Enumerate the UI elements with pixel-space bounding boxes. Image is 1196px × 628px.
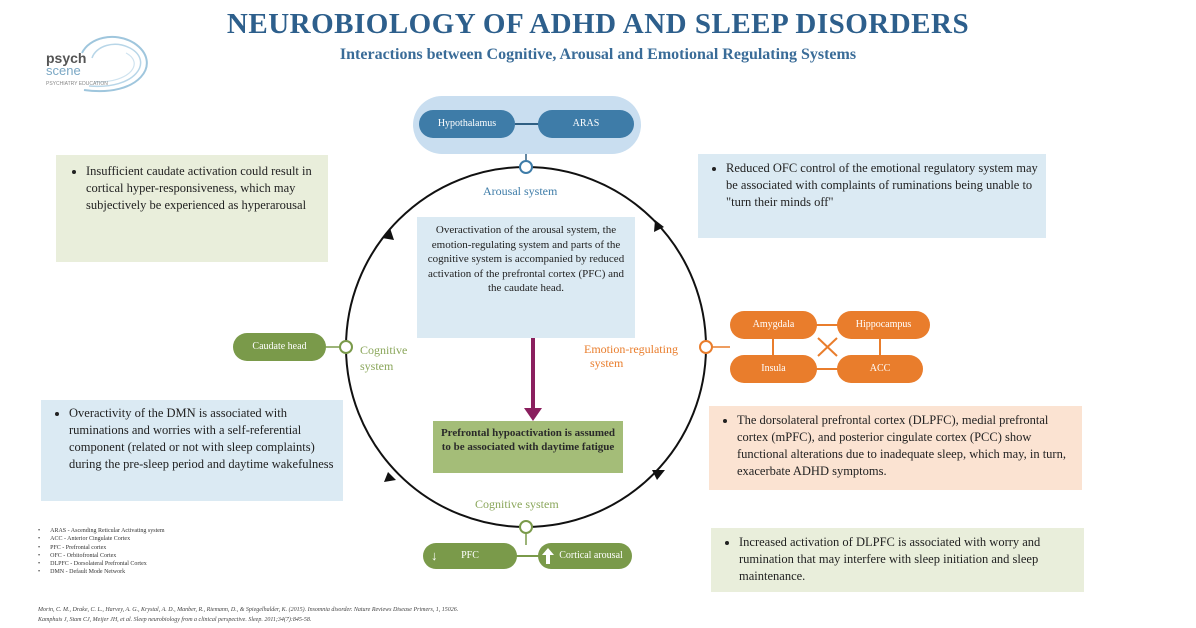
emotion-system-label: Emotion-regulating system <box>584 342 678 370</box>
reference-item: Kamphuis J, Stam CJ, Meijer JH, et al. S… <box>38 617 312 623</box>
abbreviation-legend: ARAS - Ascending Reticular Activating sy… <box>38 527 165 577</box>
note-ofc-text: Reduced OFC control of the emotional reg… <box>726 160 1038 211</box>
center-explanation-box: Overactivation of the arousal system, th… <box>417 217 635 338</box>
logo-swirl-icon <box>81 35 148 93</box>
legend-item: DLPFC - Dorsolateral Prefrontal Cortex <box>38 560 165 568</box>
cognitive-bottom-node <box>519 520 533 534</box>
cognitive-left-node <box>339 340 353 354</box>
pill-pfc: ↓ PFC <box>423 543 517 569</box>
cycle-arrow-top-left-icon <box>382 228 394 240</box>
psychscene-logo: psych scene PSYCHIATRY EDUCATION <box>44 28 164 98</box>
cycle-arrow-bottom-right-icon <box>652 470 665 480</box>
reference-item: Morin, C. M., Drake, C. L., Harvey, A. G… <box>38 607 459 613</box>
note-worry-text: Increased activation of DLPFC is associa… <box>739 534 1076 585</box>
cycle-arrow-bottom-left-icon <box>384 472 396 482</box>
logo-text: psych scene <box>46 50 87 78</box>
legend-item: DMN - Default Mode Network <box>38 568 165 576</box>
page-title: NEUROBIOLOGY OF ADHD AND SLEEP DISORDERS <box>226 8 970 40</box>
pill-hippocampus: Hippocampus <box>837 311 930 339</box>
hypoactivation-box: Prefrontal hypoactivation is assumed to … <box>433 421 623 473</box>
legend-item: ARAS - Ascending Reticular Activating sy… <box>38 527 165 535</box>
legend-item: OFC - Orbitofrontal Cortex <box>38 552 165 560</box>
cycle-arrow-top-right-icon <box>654 220 664 232</box>
arousal-system-label: Arousal system <box>483 184 558 198</box>
pill-hypothalamus: Hypothalamus <box>419 110 515 138</box>
pill-insula: Insula <box>730 355 817 383</box>
cognitive-left-label-line2: system <box>360 359 394 373</box>
logo-line1: psych <box>46 50 87 66</box>
emotion-node <box>699 340 713 354</box>
note-dlpfc-worry: Increased activation of DLPFC is associa… <box>711 528 1084 592</box>
emotion-cross-line-2 <box>817 337 838 357</box>
pill-amygdala: Amygdala <box>730 311 817 339</box>
note-ofc-control: Reduced OFC control of the emotional reg… <box>698 154 1046 238</box>
legend-item: ACC - Anterior Cingulate Cortex <box>38 535 165 543</box>
cognitive-bottom-label: Cognitive system <box>475 497 559 511</box>
cognitive-left-label-line1: Cognitive <box>360 343 408 357</box>
note-caudate-text: Insufficient caudate activation could re… <box>86 163 318 214</box>
cognitive-left-label: Cognitive system <box>360 342 407 374</box>
note-dmn-text: Overactivity of the DMN is associated wi… <box>69 405 335 473</box>
note-dlpfc-alterations: The dorsolateral prefrontal cortex (DLPF… <box>709 406 1082 490</box>
pill-caudate-head: Caudate head <box>233 333 326 361</box>
page-subtitle: Interactions between Cognitive, Arousal … <box>339 46 857 63</box>
emotion-label-line2: system <box>590 356 624 370</box>
pill-pfc-label: PFC <box>461 550 479 561</box>
pill-aras: ARAS <box>538 110 634 138</box>
pill-cortical-arousal: Cortical arousal <box>538 543 632 569</box>
logo-line2: scene <box>46 63 81 78</box>
up-arrow-icon <box>542 548 554 564</box>
hypoactivation-arrow-head-icon <box>524 408 542 421</box>
note-caudate-activation: Insufficient caudate activation could re… <box>56 155 328 262</box>
note-dlpfc-text: The dorsolateral prefrontal cortex (DLPF… <box>737 412 1074 480</box>
emotion-label-line1: Emotion-regulating <box>584 342 678 356</box>
legend-item: PFC - Prefrontal cortex <box>38 544 165 552</box>
logo-tagline: PSYCHIATRY EDUCATION <box>46 81 108 87</box>
note-dmn-overactivity: Overactivity of the DMN is associated wi… <box>41 400 343 501</box>
pill-cortical-arousal-label: Cortical arousal <box>559 550 623 561</box>
references: Morin, C. M., Drake, C. L., Harvey, A. G… <box>38 605 458 625</box>
down-arrow-icon: ↓ <box>431 548 438 563</box>
arousal-node <box>519 160 533 174</box>
pill-acc: ACC <box>837 355 923 383</box>
